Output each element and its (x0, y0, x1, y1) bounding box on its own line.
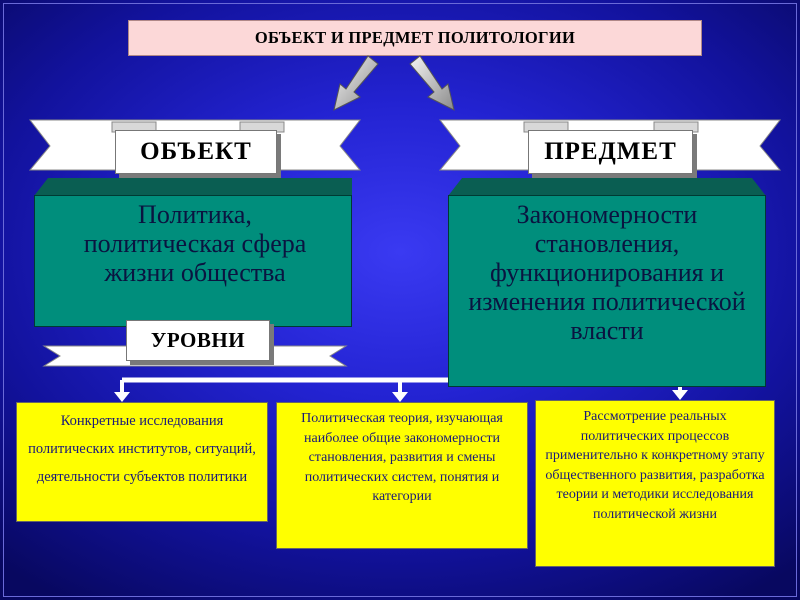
level-text-applied: Рассмотрение реальных политических проце… (545, 409, 765, 522)
slide-frame (3, 3, 797, 597)
levels-label: УРОВНИ (126, 320, 270, 361)
subject-label: ПРЕДМЕТ (528, 130, 693, 174)
split-arrows (333, 55, 455, 111)
subject-block-top (448, 178, 766, 196)
arrow-left-icon (333, 55, 379, 111)
level-box-empirical: Конкретные исследования политических инс… (16, 402, 268, 522)
slide-title: ОБЪЕКТ И ПРЕДМЕТ ПОЛИТОЛОГИИ (128, 20, 702, 56)
level-box-theoretical: Политическая теория, изучающая наиболее … (276, 402, 528, 549)
arrow-right-icon (409, 55, 455, 111)
level-box-applied: Рассмотрение реальных политических проце… (535, 400, 775, 567)
object-block (34, 195, 352, 327)
level-text-empirical: Конкретные исследования политических инс… (28, 413, 256, 485)
level-text-theoretical: Политическая теория, изучающая наиболее … (301, 411, 503, 504)
object-block-top (34, 178, 352, 196)
object-description: Политика, политическая сфера жизни общес… (83, 200, 307, 287)
subject-block (448, 195, 766, 387)
object-label: ОБЪЕКТ (115, 130, 277, 174)
subject-description: Закономерности становления, функциониров… (468, 200, 746, 345)
